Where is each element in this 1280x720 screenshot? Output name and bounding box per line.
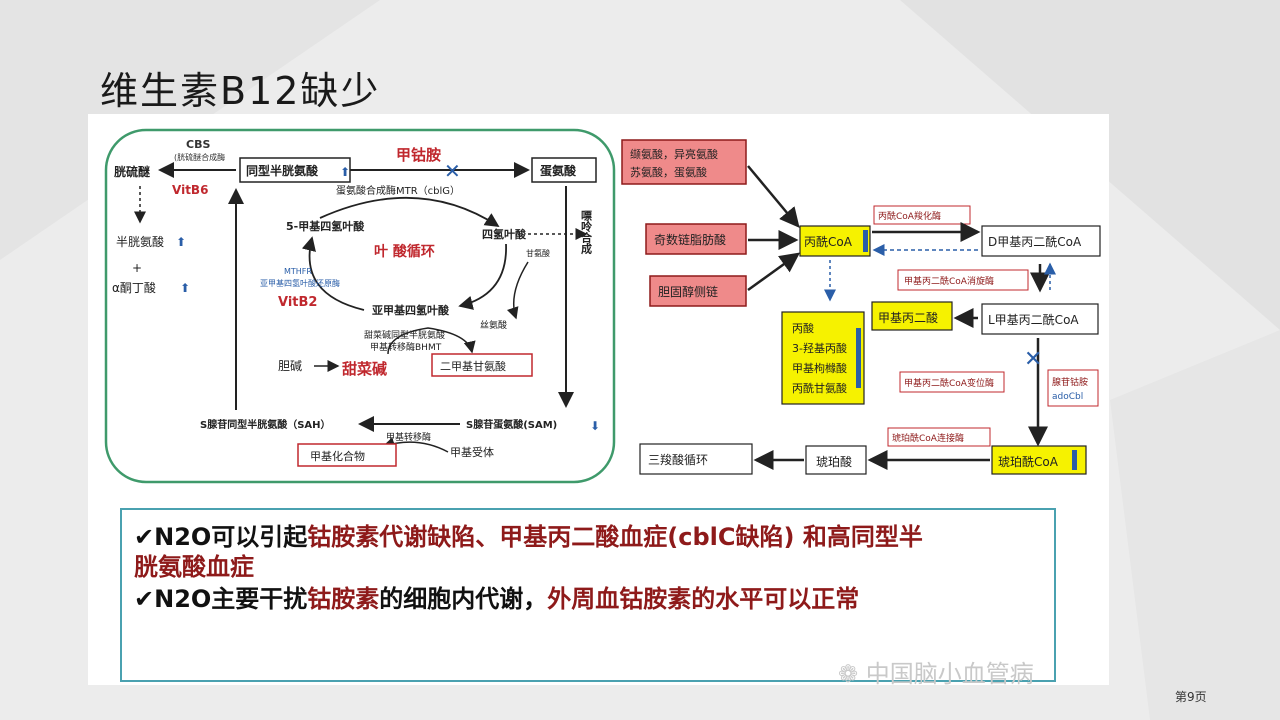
l-mm-coa-box xyxy=(981,303,1099,335)
sam-label: S腺苷蛋氨酸(SAM) xyxy=(466,418,557,431)
note-3-text: ✔N2O主要干扰 xyxy=(134,585,308,613)
homocysteine-up-arrow: ⬆ xyxy=(340,165,350,179)
amino-acids-label-b: 苏氨酸，蛋氨酸 xyxy=(630,165,707,179)
tca-label: 三羧酸循环 xyxy=(648,452,708,467)
methyltransferase-label: 甲基转移酶 xyxy=(386,431,431,443)
wechat-icon: ❁ xyxy=(838,660,859,688)
succinyl-coa-box xyxy=(991,445,1087,475)
vitb6-label: VitB6 xyxy=(172,183,208,197)
notes-box: ✔N2O可以引起钴胺素代谢缺陷、甲基丙二酸血症(cblC缺陷) 和高同型半 胱氨… xyxy=(120,508,1056,682)
byproducts-up-indicator xyxy=(856,328,861,388)
note-line-1: ✔N2O可以引起钴胺素代谢缺陷、甲基丙二酸血症(cblC缺陷) 和高同型半 xyxy=(134,520,923,554)
cystathionine-label: 胱硫醚 xyxy=(114,164,150,179)
serine-label: 丝氨酸 xyxy=(480,319,507,331)
sah-label: S腺苷同型半胱氨酸（SAH） xyxy=(200,418,331,431)
homocysteine-cycle-frame xyxy=(104,128,616,484)
cbs-label: CBS xyxy=(186,138,210,151)
mutase-box xyxy=(899,371,1005,393)
mm-acid-box xyxy=(871,301,953,331)
note-3-mid: 的细胞内代谢， xyxy=(379,585,548,613)
methylene-thf-label: 亚甲基四氢叶酸 xyxy=(372,303,450,317)
methionine-label: 蛋氨酸 xyxy=(540,163,577,178)
cholesterol-box xyxy=(649,275,747,307)
metabolism-diagram: CBS (胱硫醚合成酶 胱硫醚 VitB6 同型半胱氨酸 ⬆ 甲钴胺 ✕ 蛋氨酸… xyxy=(104,128,1101,484)
adocbl-box xyxy=(1047,369,1099,407)
dmg-box xyxy=(431,353,533,377)
note-1-text: ✔N2O可以引起 xyxy=(134,523,308,551)
choline-label: 胆碱 xyxy=(278,359,302,373)
note-line-3: ✔N2O主要干扰钴胺素的细胞内代谢，外周血钴胺素的水平可以正常 xyxy=(134,582,859,616)
amino-acids-label-a: 缬氨酸，异亮氨酸 xyxy=(630,147,718,161)
vitb2-label: VitB2 xyxy=(278,295,317,310)
ketobutyrate-label: α酮丁酸 xyxy=(112,280,156,295)
page-number: 第9页 xyxy=(1175,690,1207,704)
mthfr-cn-label: 亚甲基四氢叶酸还原酶 xyxy=(260,278,340,288)
carboxylase-box xyxy=(873,205,971,225)
ketobutyrate-up-arrow: ⬆ xyxy=(180,281,190,295)
adocbl-label-a: 腺苷钴胺 xyxy=(1052,376,1088,388)
note-3-highlight-b: 外周血钴胺素的水平可以正常 xyxy=(547,585,860,613)
byproduct-1: 丙酸 xyxy=(792,321,814,335)
sam-down-arrow: ⬇ xyxy=(590,419,600,433)
note-line-2: 胱氨酸血症 xyxy=(134,550,254,584)
cbs-enzyme-label: (胱硫醚合成酶 xyxy=(174,152,225,162)
succinyl-coa-down-indicator xyxy=(1072,450,1077,470)
homocysteine-label: 同型半胱氨酸 xyxy=(246,163,319,178)
watermark-text: 中国脑小血管病 xyxy=(865,660,1034,688)
mthfr-label: MTHFR xyxy=(284,267,312,276)
methyl-compound-box xyxy=(297,443,397,467)
watermark: ❁ 中国脑小血管病 xyxy=(838,654,1034,689)
dmg-label: 二甲基甘氨酸 xyxy=(440,359,506,373)
note-3-highlight-a: 钴胺素 xyxy=(307,585,380,613)
carboxylase-label: 丙酰CoA羧化酶 xyxy=(878,210,941,222)
byproduct-4: 丙酰甘氨酸 xyxy=(792,381,847,395)
byproduct-3: 甲基枸橼酸 xyxy=(792,361,847,375)
cysteine-label: 半胱氨酸 xyxy=(116,234,164,249)
thf-label: 四氢叶酸 xyxy=(482,227,527,241)
folate-cycle-label: 叶 酸循环 xyxy=(374,243,435,260)
plus-sign: + xyxy=(132,261,142,275)
mm-acid-label: 甲基丙二酸 xyxy=(878,310,938,325)
glycine-enzyme-label: 甘氨酸 xyxy=(526,248,550,258)
slide-title: 维生素B12缺少 xyxy=(100,69,381,113)
racemase-label: 甲基丙二酰CoA消旋酶 xyxy=(904,275,994,287)
cysteine-up-arrow: ⬆ xyxy=(176,235,186,249)
note-1-highlight: 钴胺素代谢缺陷、甲基丙二酸血症(cblC缺陷) 和高同型半 xyxy=(307,523,923,551)
mtr-label: 蛋氨酸合成酶MTR（cblG） xyxy=(336,184,460,197)
byproduct-2: 3-羟基丙酸 xyxy=(792,341,847,355)
succinate-box xyxy=(805,445,867,475)
propionyl-coa-up-indicator xyxy=(863,230,868,252)
d-mm-coa-label: D甲基丙二酰CoA xyxy=(988,235,1082,249)
methionine-box xyxy=(531,157,597,183)
tca-box xyxy=(639,443,753,475)
l-mm-coa-label: L甲基丙二酰CoA xyxy=(988,313,1079,327)
content-image-panel: CBS (胱硫醚合成酶 胱硫醚 VitB6 同型半胱氨酸 ⬆ 甲钴胺 ✕ 蛋氨酸… xyxy=(88,114,1109,688)
adocbl-label-b: adoCbl xyxy=(1052,392,1083,402)
odd-chain-box xyxy=(645,223,747,255)
betaine-label: 甜菜碱 xyxy=(342,360,387,378)
byproducts-box xyxy=(781,311,865,405)
block-x-mark-left: ✕ xyxy=(444,159,461,183)
purine-label: 嘌呤合成 xyxy=(580,210,593,255)
propionyl-coa-box xyxy=(799,225,871,257)
mthf-label: 5-甲基四氢叶酸 xyxy=(286,219,365,233)
block-x-mark-right: ✕ xyxy=(1024,347,1042,372)
d-mm-coa-box xyxy=(981,225,1101,257)
cholesterol-label: 胆固醇侧链 xyxy=(658,284,718,299)
methyl-compound-label: 甲基化合物 xyxy=(310,449,365,463)
bhmt-label-a: 甜菜碱同型半胱氨酸 xyxy=(364,329,445,341)
mutase-label: 甲基丙二酰CoA变位酶 xyxy=(904,377,994,389)
odd-chain-label: 奇数链脂肪酸 xyxy=(654,232,726,247)
synthetase-label: 琥珀酰CoA连接酶 xyxy=(892,432,964,444)
amino-acids-box xyxy=(621,139,747,185)
succinate-label: 琥珀酸 xyxy=(816,454,852,469)
methyl-acceptor-label: 甲基受体 xyxy=(450,445,494,459)
propionyl-coa-label: 丙酰CoA xyxy=(804,235,853,249)
note-2-highlight: 胱氨酸血症 xyxy=(134,553,254,581)
racemase-box xyxy=(897,269,1029,291)
synthetase-box xyxy=(887,427,991,447)
succinyl-coa-label: 琥珀酰CoA xyxy=(998,455,1059,469)
methylcobalamin-label: 甲钴胺 xyxy=(396,146,441,164)
bhmt-label-b: 甲基转移酶BHMT xyxy=(370,341,442,353)
